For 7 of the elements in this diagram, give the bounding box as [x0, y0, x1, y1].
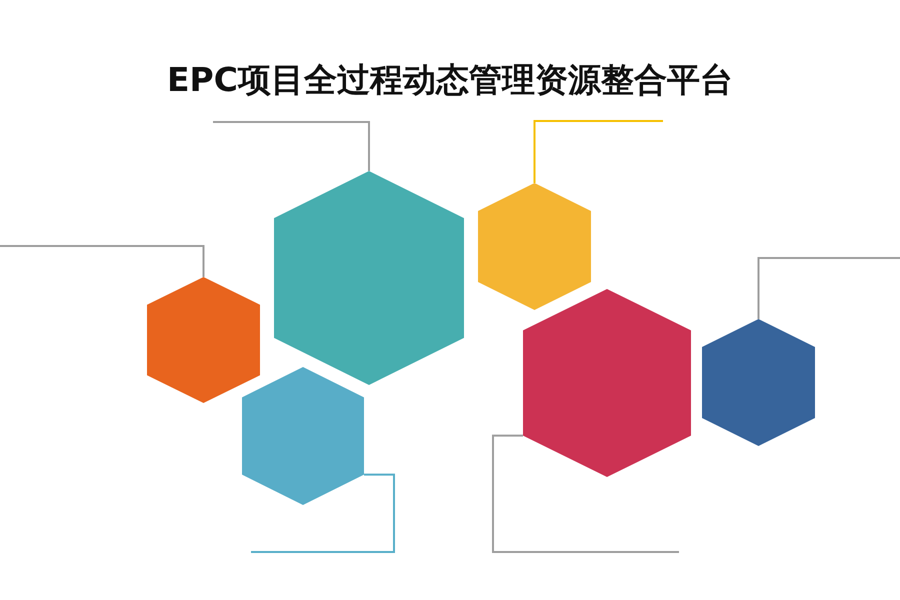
leader-line — [492, 434, 679, 553]
leader-line — [251, 474, 395, 553]
leader-line — [213, 121, 370, 171]
leader-line — [534, 120, 663, 183]
leader-line — [758, 257, 900, 319]
title: EPC项目全过程动态管理资源整合平台 — [167, 59, 733, 101]
leader-line — [0, 245, 204, 277]
